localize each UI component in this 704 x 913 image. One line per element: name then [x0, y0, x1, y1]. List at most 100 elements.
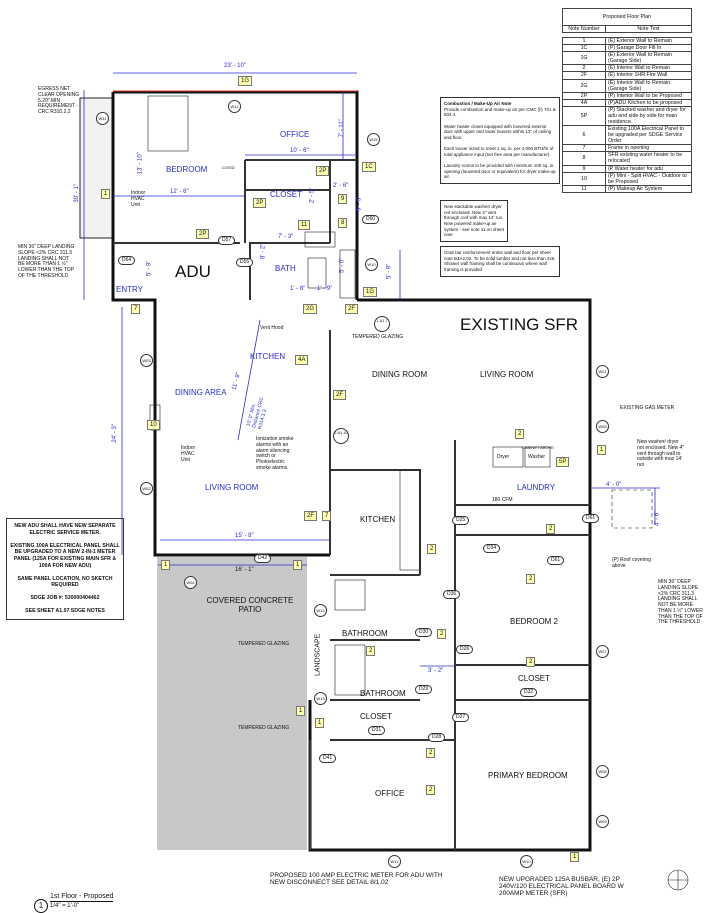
room-closet: CLOSET [360, 712, 393, 721]
note-tag: 1 [315, 718, 325, 728]
room-bathroom: BATHROOM [360, 689, 406, 698]
table-row: 1C(P) Garage Door Fill In [562, 44, 692, 53]
note-tag: 2 [515, 429, 525, 439]
existing-sfr-label: EXISTING SFR [460, 315, 579, 334]
dim-vanity: 1' - 8" [290, 286, 306, 292]
note-tag: 11 [298, 220, 311, 230]
dim-vanity-2: 1' - 9" [317, 286, 333, 292]
cfm-label: 180 CFM [492, 497, 513, 503]
window-tag: W10 [520, 855, 533, 868]
adu-electric-service-note: NEW ADU SHALL HAVE NEW SEPARATE ELECTRIC… [6, 518, 124, 620]
dim-landing-width: 4' - 0" [606, 482, 622, 488]
window-tag: W12 [314, 604, 327, 617]
table-row: 1(E) Exterior Wall to Remain [562, 37, 692, 46]
dim-bath-height: 8' - 2" [260, 243, 267, 259]
dimension-lines [83, 72, 660, 667]
dim-patio-width: 16' - 1" [235, 567, 254, 573]
hvac-label: Indoor HVAC Unit [181, 445, 196, 463]
door-tag: D29 [415, 685, 433, 694]
cabinet-above-label: CABINET ABOVE [522, 445, 554, 450]
door-tag: D60 [362, 215, 380, 224]
note-tag: 2 [427, 544, 437, 554]
window-tag: W07 [596, 645, 609, 658]
gas-meter-note: EXISTING GAS METER [620, 405, 675, 411]
note-tag: 2 [546, 524, 556, 534]
washer-note: New stackable washer/ dryer not enclosed… [440, 200, 508, 242]
table-row: 2G(E) Interior Wall to Remain (Garage Si… [562, 78, 692, 93]
note-tag: 5P [556, 457, 570, 467]
note-tag: 1 [293, 560, 303, 570]
window-tag: W05 [596, 420, 609, 433]
landing-note-left: MIN 36" DEEP LANDING SLOPE <2% CRC 311.3… [18, 244, 75, 279]
dim-entry: 5' - 9" [146, 260, 153, 276]
tempered-glazing-note: TEMPERED GLAZING [238, 641, 290, 647]
landing-note-right: MIN 36" DEEP LANDING SLOPE <2% CRC 311.3… [658, 579, 703, 626]
smoke-alarm-note: Ionization smoke alarms with an alarm si… [256, 436, 294, 471]
window-tag: W11 [96, 112, 109, 125]
room-bedroom: BEDROOM [166, 165, 208, 174]
room-kitchen: KITCHEN [360, 515, 396, 524]
door-tag: D36 [443, 590, 461, 599]
door-tag: D28 [428, 733, 446, 742]
window-tag: W08 [596, 765, 609, 778]
room-closet-adu: CLOSET [270, 190, 303, 199]
note-tag: 2 [426, 785, 436, 795]
dim-overall-width: 23' - 10" [224, 63, 246, 69]
dim-living-width: 15' - 8" [235, 533, 254, 539]
door-tag: D61 [582, 514, 600, 523]
grab-bar-note: Grab bar reinforcement entire wall and f… [440, 246, 560, 277]
dryer-label: Dryer [497, 454, 510, 460]
window-tag: W15 [367, 133, 380, 146]
door-tag: D41 [319, 754, 337, 763]
dim-shower: 5' - 0" [339, 257, 346, 273]
note-tag: 2F [345, 304, 359, 314]
door-tag: D27 [452, 713, 470, 722]
room-living-room-adu: LIVING ROOM [205, 483, 259, 492]
dim-right: 5' - 9" [386, 263, 393, 279]
dim-overall-height: 39' - 1" [74, 183, 81, 203]
note-tag: 9 [338, 194, 348, 204]
note-tag: 2P [196, 229, 210, 239]
dim-office-height: 7' - 11" [338, 119, 345, 138]
note-tag: 2G [303, 304, 318, 314]
note-tag: 7 [322, 511, 332, 521]
note-tag: 2F [304, 511, 318, 521]
note-tag: 2 [526, 657, 536, 667]
table-row: 2(E) Interior Wall to Remain [562, 64, 692, 73]
section-marker: 1 A1.7 [374, 316, 390, 332]
door-tag: D32 [520, 688, 538, 697]
note-tag: 8 [338, 218, 348, 228]
dim-office-width: 10' - 6" [290, 148, 309, 154]
note-tag: 1 [296, 706, 306, 716]
table-row: 2F(E) Interior 1HR Fire Wall [562, 71, 692, 80]
sheet-scale: 1/4" = 1'-0" [50, 903, 80, 909]
note-tag: 7 [131, 304, 141, 314]
note-tag: 1 [161, 560, 171, 570]
door-tag: D34 [483, 544, 501, 553]
table-row: 4A(P)ADU Kitchen to be proposed [562, 98, 692, 107]
adu-label: ADU [175, 262, 211, 281]
window-tag: W13 [314, 692, 327, 705]
door-tag: D61 [547, 556, 565, 565]
dim-closet: 2' - 5" [309, 187, 316, 203]
room-primary-bedroom: PRIMARY BEDROOM [488, 771, 568, 780]
door-tag: D55 [236, 258, 254, 267]
sheet-title: 1st Floor - Proposed [50, 893, 114, 902]
note-tag: 1 [570, 852, 580, 862]
table-row: 9(P Water heater for adu [562, 164, 692, 173]
room-kitchen-adu: KITCHEN [250, 352, 286, 361]
door-tag: D64 [118, 256, 136, 265]
room-bedroom-2: BEDROOM 2 [510, 617, 559, 626]
window-tag: W01 [596, 365, 609, 378]
washer-label: Washer [528, 454, 546, 460]
patio-slab [157, 557, 307, 850]
electric-meter-note: PROPOSED 100 AMP ELECTRIC METER FOR ADU … [270, 872, 443, 887]
room-dining-area: DINING AREA [175, 388, 227, 397]
room-laundry: LAUNDRY [517, 483, 556, 492]
window-tag: W03 [140, 354, 153, 367]
note-tag: 2 [426, 748, 436, 758]
tempered-glazing-note: TEMPERED GLAZING [352, 334, 404, 340]
